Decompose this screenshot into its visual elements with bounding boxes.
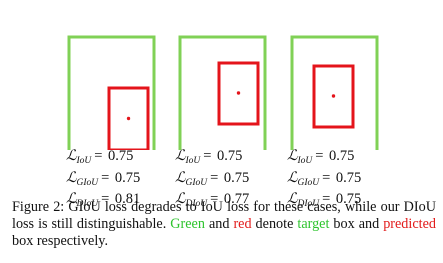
case-3-diou-loss: ℒDIoU= 0.75: [287, 191, 407, 213]
caption-text: and: [204, 216, 234, 232]
loss-subscript: GIoU: [185, 177, 208, 188]
case-1-center-dot: [126, 116, 131, 121]
case-2-iou-loss: ℒIoU= 0.75: [175, 148, 295, 170]
loss-value: 0.75: [329, 148, 355, 164]
case-3-target-box: [290, 35, 379, 150]
caption-text: box respectively.: [12, 233, 108, 249]
loss-value: 0.77: [223, 191, 250, 207]
case-2-giou-loss: ℒGIoU= 0.75: [175, 170, 295, 192]
equals-sign: =: [94, 148, 103, 164]
caption-red-word: red: [233, 216, 252, 232]
equals-sign: =: [322, 191, 331, 207]
case-1-iou-loss: ℒIoU= 0.75: [66, 148, 186, 170]
equals-sign: =: [101, 169, 110, 186]
caption-target-word: target: [297, 216, 330, 232]
loss-subscript: GIoU: [297, 177, 320, 188]
case-3-losses: ℒIoU= 0.75 ℒGIoU= 0.75 ℒDIoU= 0.75: [287, 148, 407, 213]
case-2-diou-loss: ℒDIoU= 0.77: [175, 191, 295, 213]
case-3-giou-loss: ℒGIoU= 0.75: [287, 170, 407, 192]
case-2-predicted-box: [217, 61, 260, 126]
loss-value: 0.75: [217, 148, 243, 164]
figure-illustration: [67, 35, 379, 150]
loss-subscript: DIoU: [185, 199, 208, 209]
case-3-iou-loss: ℒIoU= 0.75: [287, 148, 407, 170]
loss-subscript: IoU: [76, 156, 92, 166]
loss-value: 0.75: [108, 148, 134, 164]
loss-symbol: ℒ: [66, 191, 77, 207]
caption-text: box and: [329, 216, 384, 232]
loss-value: 0.75: [335, 191, 362, 207]
caption-text: denote: [251, 216, 298, 232]
case-2-target-box: [178, 35, 267, 150]
loss-subscript: GIoU: [76, 177, 99, 188]
loss-symbol: ℒ: [175, 191, 186, 207]
equals-sign: =: [210, 169, 219, 186]
loss-value: 0.81: [114, 191, 141, 207]
loss-symbol: ℒ: [287, 169, 298, 186]
equals-sign: =: [322, 169, 331, 186]
case-1-giou-loss: ℒGIoU= 0.75: [66, 170, 186, 192]
equals-sign: =: [315, 148, 324, 164]
case-3-center-dot: [331, 94, 336, 98]
figure-caption: Figure 2: GIoU loss degrades to IoU loss…: [12, 199, 436, 250]
case-2-center-dot: [236, 91, 241, 95]
case-2: [178, 35, 267, 150]
case-1: [67, 35, 156, 150]
loss-subscript: IoU: [297, 156, 313, 166]
case-1-predicted-box: [107, 86, 150, 150]
loss-subscript: IoU: [185, 156, 201, 166]
loss-subscript: DIoU: [76, 199, 99, 209]
loss-subscript: DIoU: [297, 199, 320, 209]
loss-symbol: ℒ: [66, 148, 77, 164]
caption-predicted-word: predicted: [383, 216, 436, 232]
loss-symbol: ℒ: [287, 148, 298, 164]
case-1-diou-loss: ℒDIoU= 0.81: [66, 191, 186, 213]
loss-symbol: ℒ: [175, 169, 186, 186]
case-3: [290, 35, 379, 150]
equals-sign: =: [101, 191, 110, 207]
case-3-predicted-box: [312, 64, 355, 129]
caption-green-word: Green: [170, 216, 205, 232]
loss-symbol: ℒ: [287, 191, 298, 207]
equals-sign: =: [210, 191, 219, 207]
equals-sign: =: [203, 148, 212, 164]
loss-symbol: ℒ: [175, 148, 186, 164]
case-1-target-box: [67, 35, 156, 150]
caption-text: Figure 2: GIoU loss degrades to IoU loss…: [12, 199, 436, 232]
case-1-losses: ℒIoU= 0.75 ℒGIoU= 0.75 ℒDIoU= 0.81: [66, 148, 186, 213]
loss-value: 0.75: [335, 169, 362, 186]
case-2-losses: ℒIoU= 0.75 ℒGIoU= 0.75 ℒDIoU= 0.77: [175, 148, 295, 213]
loss-value: 0.75: [114, 169, 141, 186]
loss-value: 0.75: [223, 169, 250, 186]
loss-symbol: ℒ: [66, 169, 77, 186]
